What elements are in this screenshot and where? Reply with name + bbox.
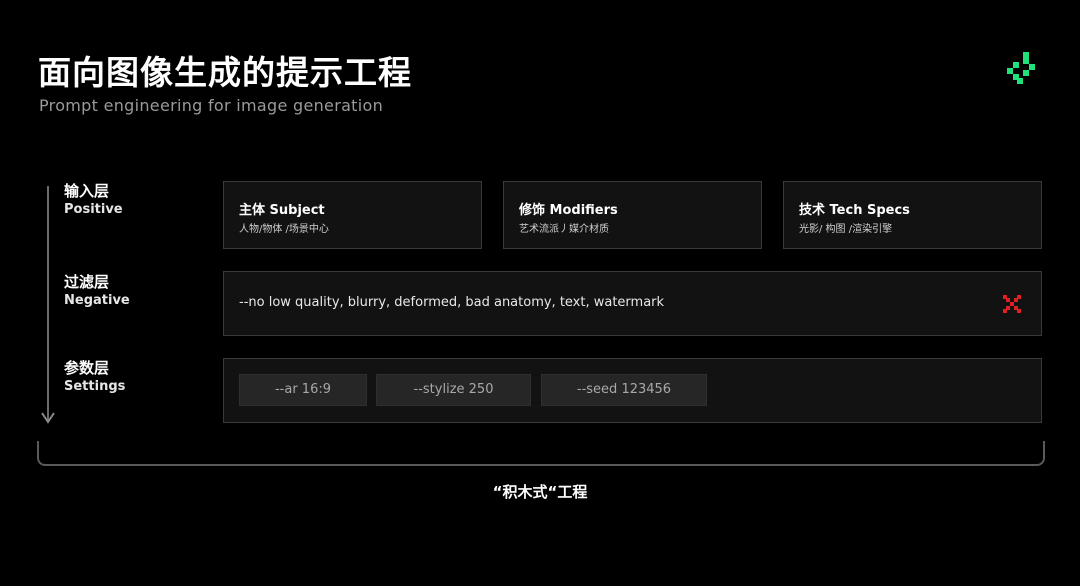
layer-label-negative: 过滤层	[64, 273, 110, 291]
arrow-down-icon	[41, 412, 55, 424]
param-seed: --seed 123456	[541, 374, 707, 406]
negative-prompt-box: --no low quality, blurry, deformed, bad …	[223, 271, 1042, 336]
card-modifiers: 修饰 Modifiers 艺术流派丿媒介材质	[503, 181, 762, 249]
card-title: 技术 Tech Specs	[799, 203, 910, 218]
page-subtitle: Prompt engineering for image generation	[39, 96, 384, 115]
card-title: 主体 Subject	[239, 203, 325, 218]
grouping-bracket	[37, 441, 1045, 466]
card-tech-specs: 技术 Tech Specs 光影/ 构图 /渲染引擎	[783, 181, 1042, 249]
flow-arrow-line	[47, 186, 49, 422]
page-title: 面向图像生成的提示工程	[38, 53, 412, 92]
param-stylize: --stylize 250	[376, 374, 531, 406]
layer-sublabel-negative: Negative	[64, 293, 130, 308]
card-desc: 光影/ 构图 /渲染引擎	[799, 224, 893, 235]
settings-box: --ar 16:9 --stylize 250 --seed 123456	[223, 358, 1042, 423]
diagram-caption: “积木式“工程	[492, 483, 588, 501]
card-desc: 人物/物体 /场景中心	[239, 224, 329, 235]
card-desc: 艺术流派丿媒介材质	[519, 224, 609, 235]
card-title: 修饰 Modifiers	[519, 203, 618, 218]
param-aspect-ratio: --ar 16:9	[239, 374, 367, 406]
layer-label-positive: 输入层	[64, 182, 110, 200]
card-subject: 主体 Subject 人物/物体 /场景中心	[223, 181, 482, 249]
layer-sublabel-settings: Settings	[64, 379, 126, 394]
negative-prompt-text: --no low quality, blurry, deformed, bad …	[239, 295, 665, 310]
layer-sublabel-positive: Positive	[64, 202, 123, 217]
code-brackets-icon	[1007, 52, 1035, 84]
red-x-icon	[1003, 295, 1021, 313]
layer-label-settings: 参数层	[64, 359, 110, 377]
